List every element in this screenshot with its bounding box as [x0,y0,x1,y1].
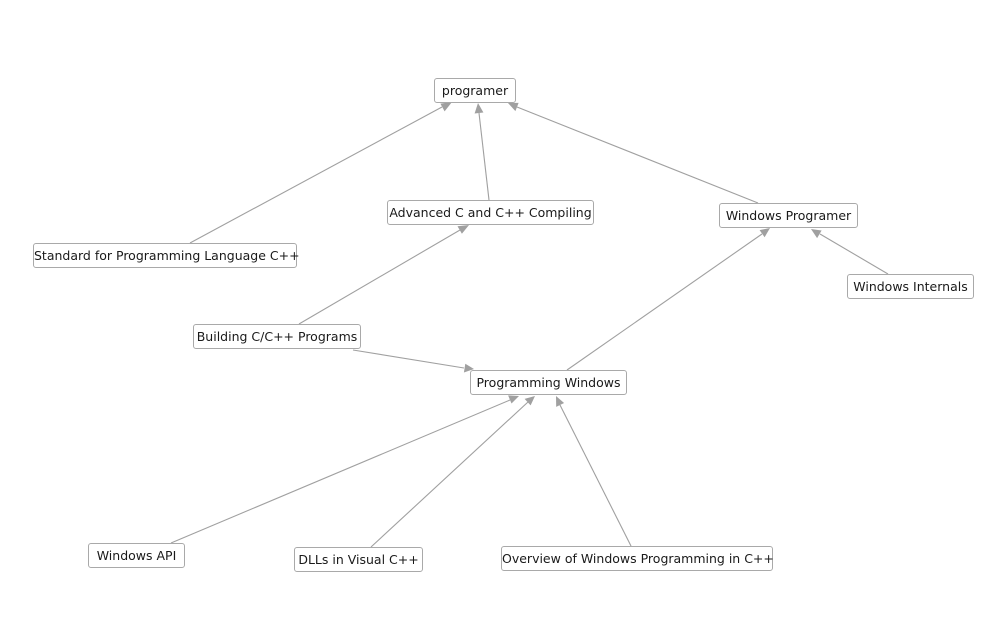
edge-winapi-to-progwin [170,395,519,544]
node-programming-windows[interactable]: Programming Windows [470,370,627,395]
edge-building-to-progwin [352,349,474,373]
edge-progwin-to-winprog [566,228,770,371]
edge-dlls-to-progwin [370,396,535,548]
edge-overview-to-progwin [556,396,632,547]
node-windows-api[interactable]: Windows API [88,543,185,568]
edge-winprog-to-programer [508,102,759,204]
node-standard-for-programming-language-cpp[interactable]: Standard for Programming Language C++ [33,243,300,268]
edge-standard-to-programer [189,102,452,244]
edge-internals-to-winprog [811,229,889,275]
node-dlls-in-visual-cpp[interactable]: DLLs in Visual C++ [294,547,423,572]
node-advanced-c-and-cpp-compiling[interactable]: Advanced C and C++ Compiling [387,200,594,225]
edge-building-to-advanced [298,225,469,325]
node-programer[interactable]: programer [434,78,516,103]
node-building-c-cpp-programs[interactable]: Building C/C++ Programs [193,324,361,349]
node-windows-programer[interactable]: Windows Programer [719,203,858,228]
node-windows-internals[interactable]: Windows Internals [847,274,974,299]
node-overview-of-windows-programming-in-cpp[interactable]: Overview of Windows Programming in C++ [501,546,774,571]
edge-advanced-to-programer [474,103,490,201]
